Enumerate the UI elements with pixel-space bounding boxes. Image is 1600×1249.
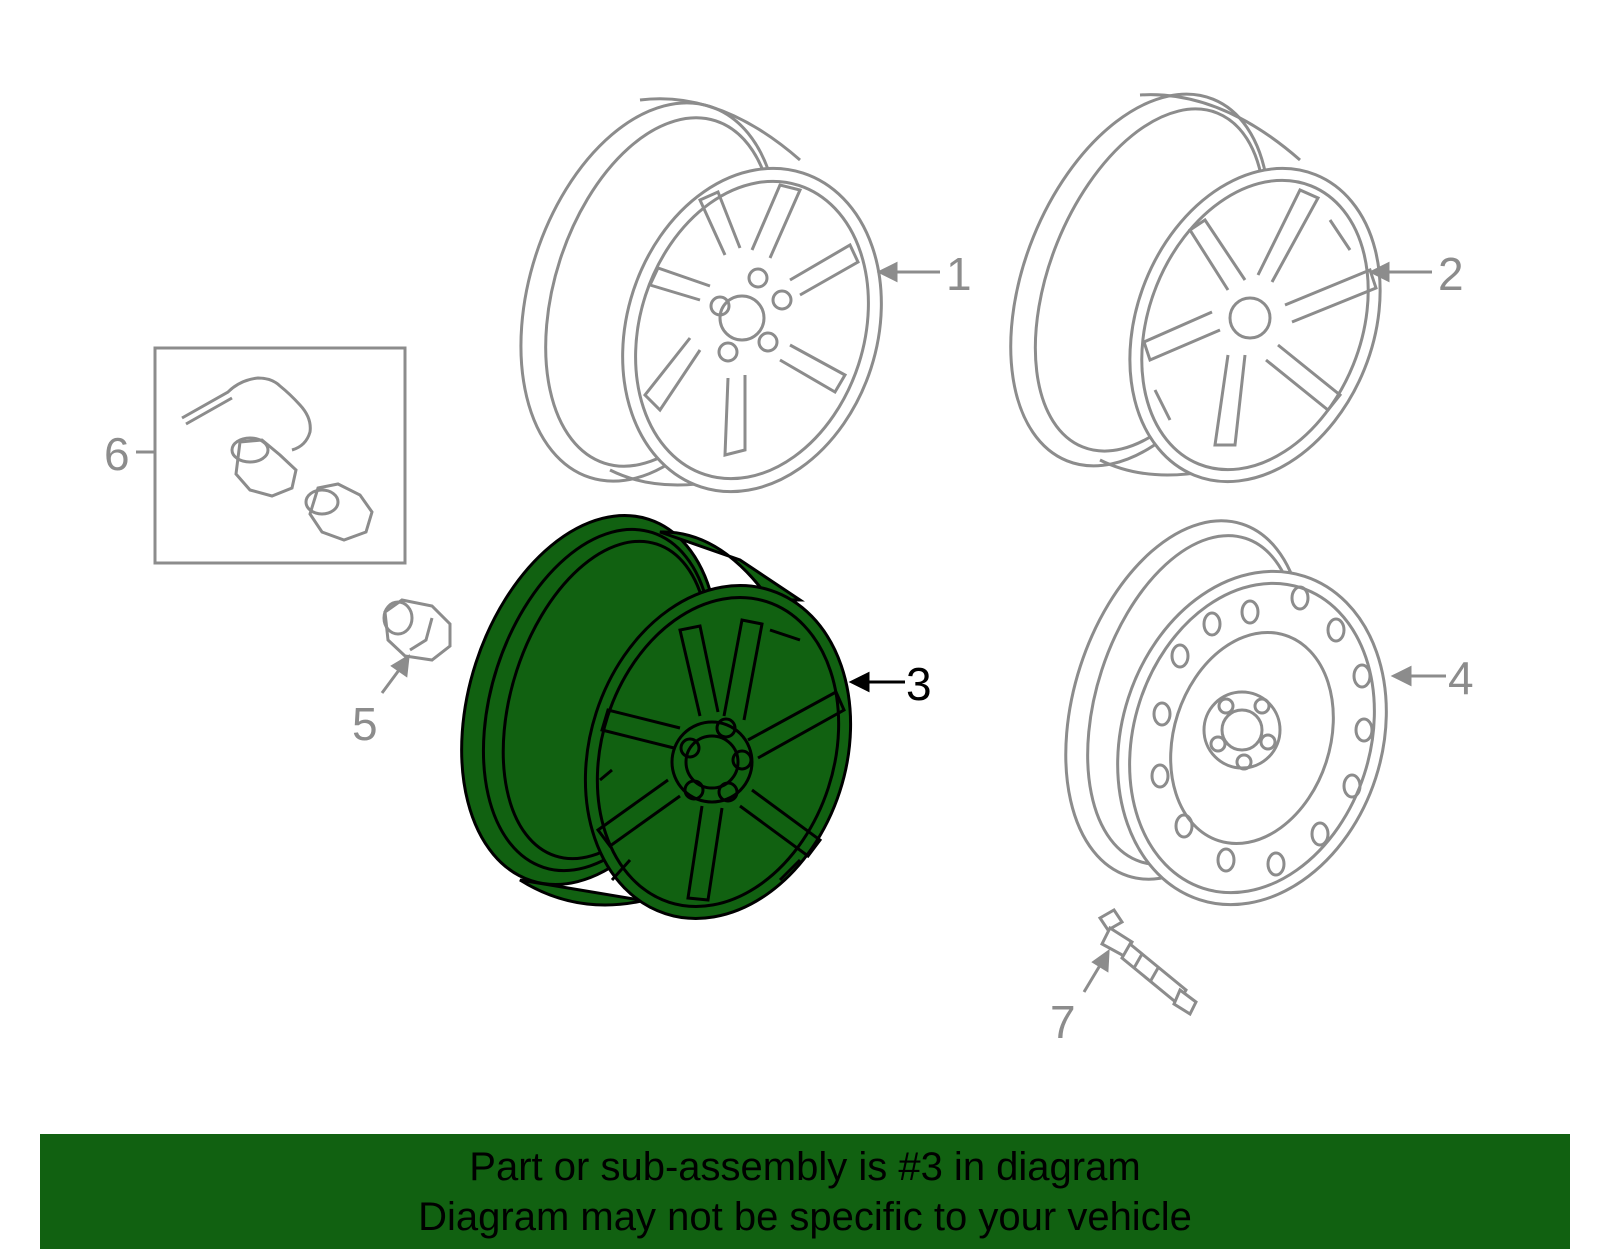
part-1-alloy-wheel[interactable] bbox=[476, 69, 922, 525]
callout-5-leader bbox=[380, 654, 410, 694]
callout-6[interactable]: 6 bbox=[104, 428, 130, 480]
callout-3[interactable]: 3 bbox=[906, 658, 932, 710]
callout-4[interactable]: 4 bbox=[1448, 652, 1474, 704]
part-5-lug-nut[interactable] bbox=[382, 598, 452, 662]
part-3-alloy-wheel-highlighted[interactable] bbox=[417, 482, 892, 953]
callout-2-leader bbox=[1368, 261, 1432, 283]
callout-7-leader bbox=[1082, 948, 1110, 993]
banner-line-1: Part or sub-assembly is #3 in diagram bbox=[469, 1145, 1141, 1189]
callout-1-leader bbox=[876, 261, 940, 283]
part-4-steel-wheel[interactable] bbox=[1023, 490, 1428, 940]
callout-3-leader bbox=[848, 671, 905, 693]
part-6-sensor-kit[interactable] bbox=[153, 346, 407, 565]
callout-7[interactable]: 7 bbox=[1050, 996, 1076, 1048]
part-2-alloy-wheel[interactable] bbox=[960, 56, 1425, 519]
callout-5[interactable]: 5 bbox=[352, 698, 378, 750]
info-banner: Part or sub-assembly is #3 in diagram Di… bbox=[40, 1134, 1570, 1249]
callout-1[interactable]: 1 bbox=[946, 248, 972, 300]
callout-2[interactable]: 2 bbox=[1438, 248, 1464, 300]
callout-4-leader bbox=[1390, 665, 1446, 687]
part-7-valve-stem[interactable] bbox=[1097, 908, 1198, 1017]
banner-line-2: Diagram may not be specific to your vehi… bbox=[418, 1195, 1192, 1239]
